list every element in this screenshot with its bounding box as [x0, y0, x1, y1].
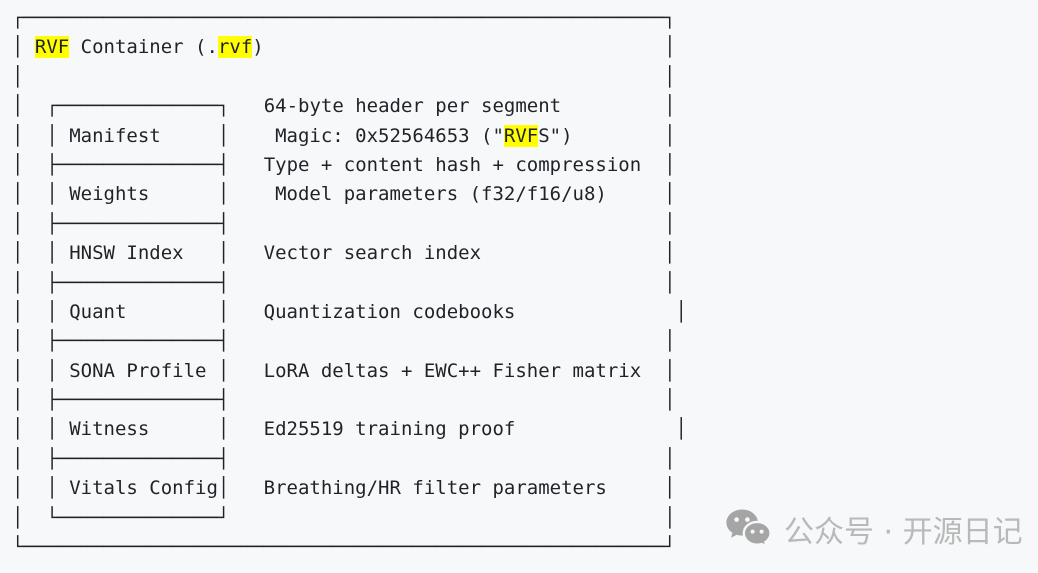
- wechat-icon: [726, 509, 773, 549]
- diagram-line: │ ┌──────────────┐ 64-byte header per se…: [12, 95, 676, 118]
- diagram-line: │ │ Weights │ Model parameters (f32/f16/…: [12, 183, 676, 206]
- search-highlight: RVF: [34, 36, 70, 59]
- diagram-line: │ ├──────────────┤ Type + content hash +…: [12, 153, 676, 176]
- diagram-line: │ │ HNSW Index │ Vector search index │: [12, 242, 676, 265]
- diagram-line: │ │ SONA Profile │ LoRA deltas + EWC++ F…: [12, 359, 676, 382]
- diagram-line: │ │ Quant │ Quantization codebooks │: [12, 300, 687, 323]
- diagram-line: ┌───────────────────────────────────────…: [12, 7, 676, 29]
- search-highlight: RVF: [503, 124, 539, 147]
- diagram-line: │ ├──────────────┤ │: [12, 447, 676, 470]
- diagram-line: │ ├──────────────┤ │: [12, 330, 676, 353]
- watermark: 公众号 · 开源日记: [726, 507, 1023, 551]
- diagram-line: │ │ Vitals Config│ Breathing/HR filter p…: [12, 477, 676, 500]
- diagram-line: │ ├──────────────┤ │: [12, 212, 676, 235]
- diagram-line: │ ├──────────────┤ │: [12, 271, 676, 294]
- watermark-text: 公众号 · 开源日记: [784, 515, 1023, 550]
- diagram-line: │ │ Witness │ Ed25519 training proof │: [12, 418, 687, 441]
- ascii-diagram: ┌───────────────────────────────────────…: [12, 4, 687, 562]
- diagram-line: │ RVF Container (.rvf) │: [12, 36, 676, 59]
- diagram-line: │ └──────────────┘ │: [12, 506, 676, 529]
- search-highlight: rvf: [217, 36, 253, 59]
- diagram-line: │ │ Manifest │ Magic: 0x52564653 ("RVFS"…: [12, 124, 676, 147]
- diagram-line: │ │: [12, 65, 676, 88]
- diagram-line: └───────────────────────────────────────…: [12, 536, 676, 559]
- diagram-line: │ ├──────────────┤ │: [12, 389, 676, 412]
